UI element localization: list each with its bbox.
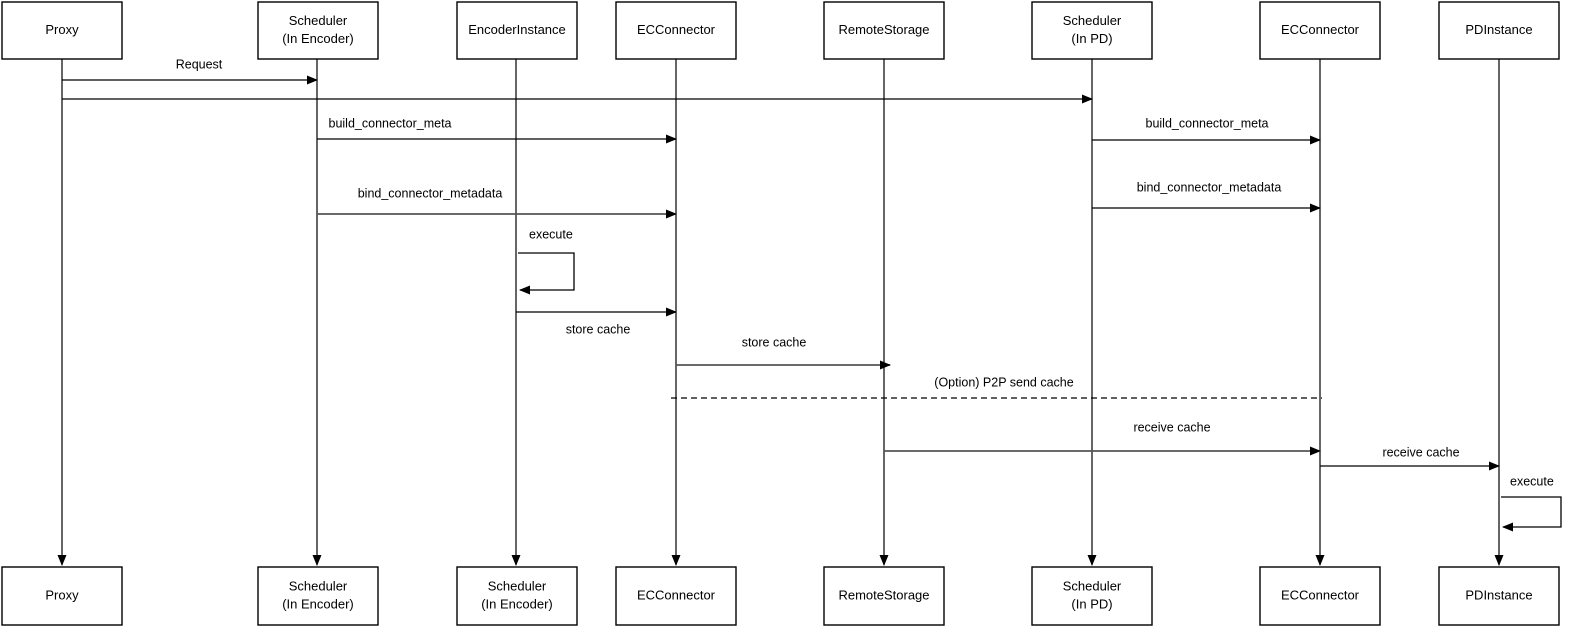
participant-box-frame [615, 1, 737, 60]
participant-sublabel: (In Encoder) [282, 31, 354, 46]
participant-box-bottom-sched_pd[interactable]: Scheduler (In PD) [1031, 566, 1153, 626]
top-participant-boxes: Proxy Scheduler (In Encoder) EncoderInstanc… [1, 1, 1560, 60]
participant-label: Scheduler [289, 578, 348, 593]
participant-box-frame [1259, 566, 1381, 626]
participant-box-top-encoder_inst[interactable]: EncoderInstance [456, 1, 578, 60]
message-m10[interactable]: receive cache [884, 420, 1321, 456]
participant-box-top-sched_pd[interactable]: Scheduler (In PD) [1031, 1, 1153, 60]
message-label: store cache [742, 335, 807, 349]
participant-box-bottom-sched_enc[interactable]: Scheduler (In Encoder) [257, 566, 379, 626]
participant-sublabel: (In Encoder) [282, 596, 354, 611]
message-label: build_connector_meta [1146, 116, 1269, 130]
participant-sublabel: (In PD) [1071, 31, 1112, 46]
message-label: bind_connector_metadata [358, 186, 503, 200]
participant-box-frame [1259, 1, 1381, 60]
message-m5[interactable]: bind_connector_metadata [317, 186, 677, 219]
lifelines-layer [57, 59, 1504, 566]
participant-label: ECConnector [1281, 22, 1360, 37]
participant-label: RemoteStorage [838, 587, 929, 602]
self-call-loop [1501, 496, 1562, 532]
message-label: receive cache [1382, 445, 1459, 459]
message-label: store cache [566, 322, 631, 336]
participant-label: Scheduler [1063, 13, 1122, 28]
participant-box-frame [1438, 1, 1560, 60]
participant-box-bottom-pd_inst[interactable]: PDInstance [1438, 566, 1560, 626]
participant-label: Proxy [45, 587, 79, 602]
message-m7[interactable]: store cache [516, 307, 677, 336]
participant-box-bottom-ec_conn_enc[interactable]: ECConnector [615, 566, 737, 626]
participant-label: ECConnector [637, 22, 716, 37]
self-call-label: execute [529, 227, 573, 241]
participant-box-frame [823, 1, 945, 60]
participant-box-frame [1031, 1, 1153, 60]
participant-sublabel: (In Encoder) [481, 596, 553, 611]
participant-box-frame [257, 566, 379, 626]
message-label: build_connector_meta [329, 116, 452, 130]
self-call-s1[interactable]: execute [518, 227, 575, 295]
participant-box-top-proxy[interactable]: Proxy [1, 1, 123, 60]
participant-box-bottom-encoder_inst[interactable]: Scheduler (In Encoder) [456, 566, 578, 626]
participant-box-frame [615, 566, 737, 626]
message-m3[interactable]: build_connector_meta [317, 116, 677, 144]
participant-box-top-pd_inst[interactable]: PDInstance [1438, 1, 1560, 60]
participant-label: EncoderInstance [468, 22, 566, 37]
participant-box-frame [456, 1, 578, 60]
participant-box-top-sched_enc[interactable]: Scheduler (In Encoder) [257, 1, 379, 60]
participant-label: Scheduler [289, 13, 348, 28]
participant-box-top-ec_conn_pd[interactable]: ECConnector [1259, 1, 1381, 60]
participant-box-bottom-remote_store[interactable]: RemoteStorage [823, 566, 945, 626]
participant-box-frame [456, 566, 578, 626]
participant-label: Scheduler [488, 578, 547, 593]
participant-box-frame [823, 566, 945, 626]
message-m8[interactable]: store cache [676, 335, 891, 370]
message-m4[interactable]: build_connector_meta [1092, 116, 1321, 145]
message-label: (Option) P2P send cache [934, 375, 1073, 389]
participant-label: Proxy [45, 22, 79, 37]
participant-box-bottom-proxy[interactable]: Proxy [1, 566, 123, 626]
message-m9[interactable]: (Option) P2P send cache [671, 375, 1322, 399]
participant-box-frame [1, 566, 123, 626]
message-label: receive cache [1133, 420, 1210, 434]
message-label: Request [176, 57, 223, 71]
messages-layer: Request build_connector_meta build_connect… [62, 57, 1500, 471]
bottom-participant-boxes: Proxy Scheduler (In Encoder) Scheduler (In E… [1, 566, 1560, 626]
participant-box-frame [1, 1, 123, 60]
participant-box-frame [1438, 566, 1560, 626]
participant-label: RemoteStorage [838, 22, 929, 37]
participant-label: ECConnector [1281, 587, 1360, 602]
message-m1[interactable]: Request [62, 57, 318, 85]
participant-box-frame [257, 1, 379, 60]
self-call-label: execute [1510, 474, 1554, 488]
message-label: bind_connector_metadata [1137, 180, 1282, 194]
participant-box-top-remote_store[interactable]: RemoteStorage [823, 1, 945, 60]
participant-label: Scheduler [1063, 578, 1122, 593]
participant-box-frame [1031, 566, 1153, 626]
participant-sublabel: (In PD) [1071, 596, 1112, 611]
self-calls-layer: execute execute [518, 227, 1562, 532]
self-call-loop [518, 252, 575, 295]
message-m11[interactable]: receive cache [1320, 445, 1500, 471]
participant-box-bottom-ec_conn_pd[interactable]: ECConnector [1259, 566, 1381, 626]
participant-box-top-ec_conn_enc[interactable]: ECConnector [615, 1, 737, 60]
participant-label: PDInstance [1465, 22, 1532, 37]
participant-label: PDInstance [1465, 587, 1532, 602]
message-m6[interactable]: bind_connector_metadata [1092, 180, 1321, 213]
participant-label: ECConnector [637, 587, 716, 602]
self-call-s2[interactable]: execute [1501, 474, 1562, 532]
